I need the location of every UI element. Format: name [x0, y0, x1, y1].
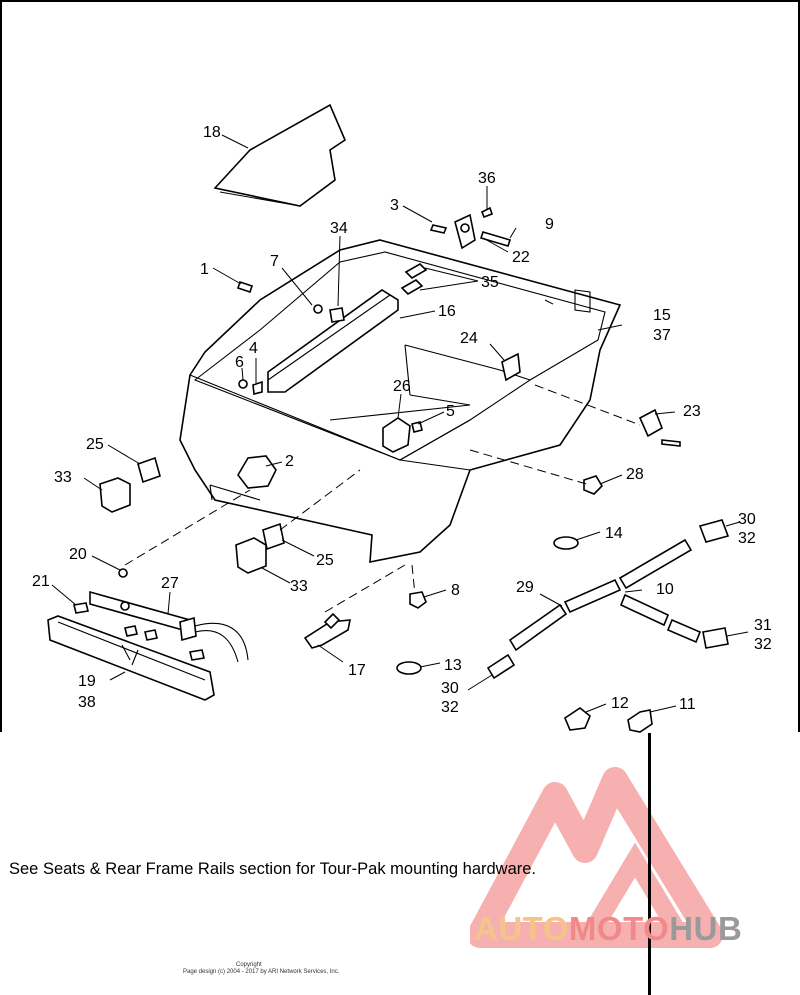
parts-diagram: 18 1 7 34 3 36 9 22 35 16 15 37 24 4 6 2…	[32, 103, 772, 733]
callout-32-top: 32	[738, 530, 756, 547]
part-34-nut	[329, 307, 345, 323]
part-25-hook-right	[262, 522, 285, 551]
part-13-grommet	[396, 661, 422, 675]
callout-28: 28	[626, 466, 644, 483]
callout-32-bottom: 32	[441, 699, 459, 716]
callout-20: 20	[69, 546, 87, 563]
part-5-screw	[411, 421, 423, 433]
watermark-moto: MOTO	[568, 910, 670, 947]
callouts: 18 1 7 34 3 36 9 22 35 16 15 37 24 4 6 2…	[32, 124, 772, 716]
part-20-nut	[118, 568, 128, 578]
part-22-hinge	[429, 206, 512, 250]
callout-6: 6	[235, 354, 244, 371]
callout-36: 36	[478, 170, 496, 187]
callout-35: 35	[481, 274, 499, 291]
part-35-pads	[400, 263, 428, 295]
part-14-grommet	[553, 536, 579, 550]
watermark-hub: HUB	[669, 910, 743, 947]
copyright-text: Page design (c) 2004 - 2017 by ARI Netwo…	[183, 969, 340, 975]
callout-23: 23	[683, 403, 701, 420]
watermark-auto: AUTO	[474, 910, 569, 947]
copyright-label: Copyright	[236, 962, 262, 968]
callout-11: 11	[679, 696, 696, 713]
callout-22: 22	[512, 249, 530, 266]
callout-18: 18	[203, 124, 221, 141]
callout-1: 1	[200, 261, 209, 278]
part-21-nut	[73, 602, 89, 614]
part-19-lens	[47, 615, 215, 701]
part-4-screw	[252, 380, 263, 395]
part-24-bracket	[501, 352, 521, 382]
part-2-mount	[237, 455, 277, 489]
callout-30-top: 30	[738, 511, 756, 528]
callout-30-bottom: 30	[441, 680, 459, 697]
part-23-bracket	[638, 408, 663, 438]
callout-32-mid: 32	[754, 636, 772, 653]
part-25-hook-left	[137, 456, 161, 484]
callout-19: 19	[78, 673, 96, 690]
part-12-clip	[564, 707, 591, 731]
callout-2: 2	[285, 453, 294, 470]
part-28-nut	[583, 475, 604, 495]
callout-4: 4	[249, 340, 258, 357]
part-8-nut	[409, 591, 427, 609]
watermark-logo	[470, 767, 723, 948]
part-27-lamp-bracket	[89, 590, 249, 663]
mounting-hardware-note: See Seats & Rear Frame Rails section for…	[9, 860, 537, 878]
callout-26: 26	[393, 378, 411, 395]
part-11-clip	[627, 709, 653, 733]
part-33-pad-right	[235, 537, 267, 574]
part-7-washer	[313, 304, 323, 314]
callout-37: 37	[653, 327, 671, 344]
callout-31: 31	[754, 617, 772, 634]
callout-33-right: 33	[290, 578, 308, 595]
callout-7: 7	[270, 253, 279, 270]
callout-21: 21	[32, 573, 50, 590]
part-6-washer	[238, 379, 248, 389]
callout-25-left: 25	[86, 436, 104, 453]
callout-14: 14	[605, 525, 623, 542]
callout-34: 34	[330, 220, 348, 237]
part-18-liner	[213, 103, 346, 207]
callout-29: 29	[516, 579, 534, 596]
part-10-harness	[486, 519, 730, 680]
callout-17: 17	[348, 662, 366, 679]
callout-3: 3	[390, 197, 399, 214]
callout-15: 15	[653, 307, 671, 324]
watermark-text: AUTOMOTOHUB	[474, 910, 742, 948]
part-33-pad-left	[99, 477, 131, 513]
callout-10: 10	[656, 581, 674, 598]
callout-13: 13	[444, 657, 462, 674]
callout-16: 16	[438, 303, 456, 320]
callout-24: 24	[460, 330, 478, 347]
callout-38: 38	[78, 694, 96, 711]
leader-lines	[51, 134, 749, 713]
callout-12: 12	[611, 695, 629, 712]
diagram-frame	[0, 0, 800, 732]
callout-33-left: 33	[54, 469, 72, 486]
part-1-screw	[236, 280, 254, 294]
callout-5: 5	[446, 403, 455, 420]
callout-27: 27	[161, 575, 179, 592]
callout-8: 8	[451, 582, 460, 599]
callout-25-right: 25	[316, 552, 334, 569]
callout-9: 9	[545, 216, 554, 233]
divider-line	[648, 733, 651, 995]
